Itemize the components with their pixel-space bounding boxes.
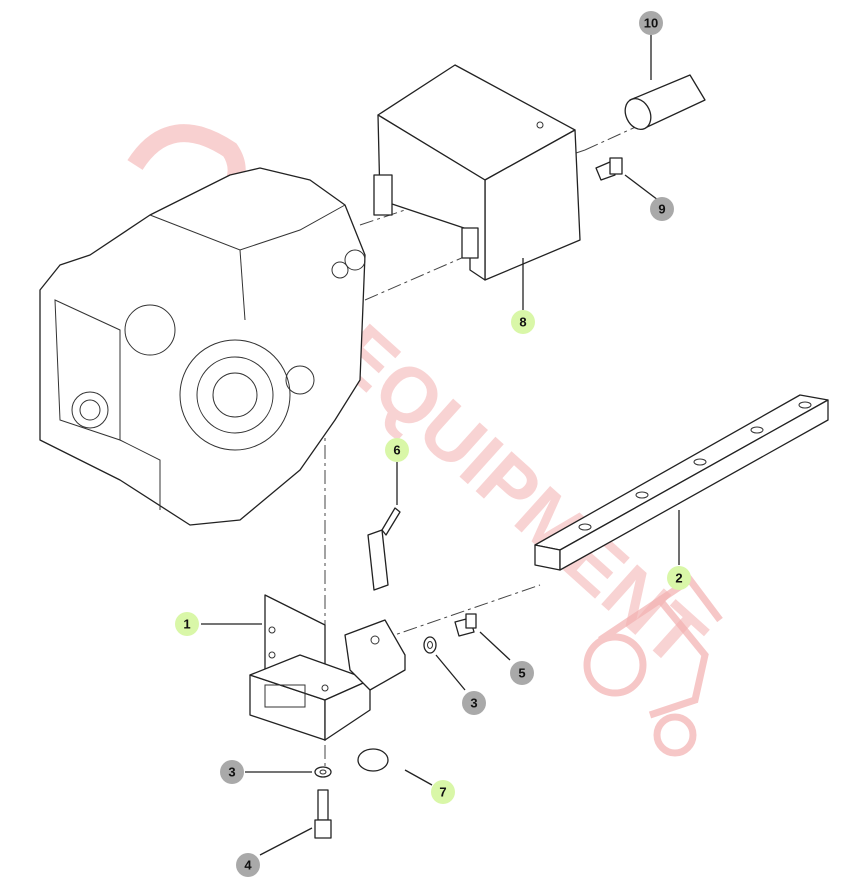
part-5-bolt xyxy=(454,613,477,637)
callout-4-bg xyxy=(236,853,260,877)
callout-2-bg xyxy=(667,566,691,590)
callout-3a: 3 xyxy=(462,691,486,715)
callout-5-label: 5 xyxy=(518,666,525,681)
callout-3b-bg xyxy=(220,760,244,784)
callout-10-label: 10 xyxy=(644,16,658,31)
part-6-pin xyxy=(367,507,401,591)
callout-1-label: 1 xyxy=(183,617,190,632)
callout-1: 1 xyxy=(175,612,199,636)
callout-6-bg xyxy=(385,438,409,462)
part-8-cover xyxy=(373,64,581,281)
callout-9: 9 xyxy=(650,197,674,221)
part-1-bracket xyxy=(249,594,406,741)
callout-9-label: 9 xyxy=(658,202,665,217)
part-10-sleeve xyxy=(624,74,706,131)
callout-3b: 3 xyxy=(220,760,244,784)
callout-8-label: 8 xyxy=(519,315,526,330)
callout-7: 7 xyxy=(431,780,455,804)
transmission-housing xyxy=(39,167,366,526)
part-3-washer-a xyxy=(423,636,437,654)
watermark-tractor-icon xyxy=(583,575,723,757)
callout-1-bg xyxy=(175,612,199,636)
callout-2-label: 2 xyxy=(675,571,682,586)
callout-7-bg xyxy=(431,780,455,804)
callout-3b-label: 3 xyxy=(228,765,235,780)
part-7-ring xyxy=(357,748,389,772)
callout-8-bg xyxy=(511,310,535,334)
callout-5-bg xyxy=(510,661,534,685)
leader-lines xyxy=(201,35,680,856)
part-9-bolt xyxy=(595,157,623,181)
callout-10: 10 xyxy=(639,11,663,35)
part-4-bolt xyxy=(314,789,332,839)
callout-2: 2 xyxy=(667,566,691,590)
part-3-washer-b xyxy=(314,766,332,778)
callout-10-bg xyxy=(639,11,663,35)
callout-6: 6 xyxy=(385,438,409,462)
callout-4: 4 xyxy=(236,853,260,877)
callout-9-bg xyxy=(650,197,674,221)
callout-3a-bg xyxy=(462,691,486,715)
callout-4-label: 4 xyxy=(244,858,252,873)
callout-7-label: 7 xyxy=(439,785,446,800)
callout-5: 5 xyxy=(510,661,534,685)
callout-6-label: 6 xyxy=(393,443,400,458)
callout-8: 8 xyxy=(511,310,535,334)
part-2-bar xyxy=(534,394,829,571)
callout-3a-label: 3 xyxy=(470,696,477,711)
